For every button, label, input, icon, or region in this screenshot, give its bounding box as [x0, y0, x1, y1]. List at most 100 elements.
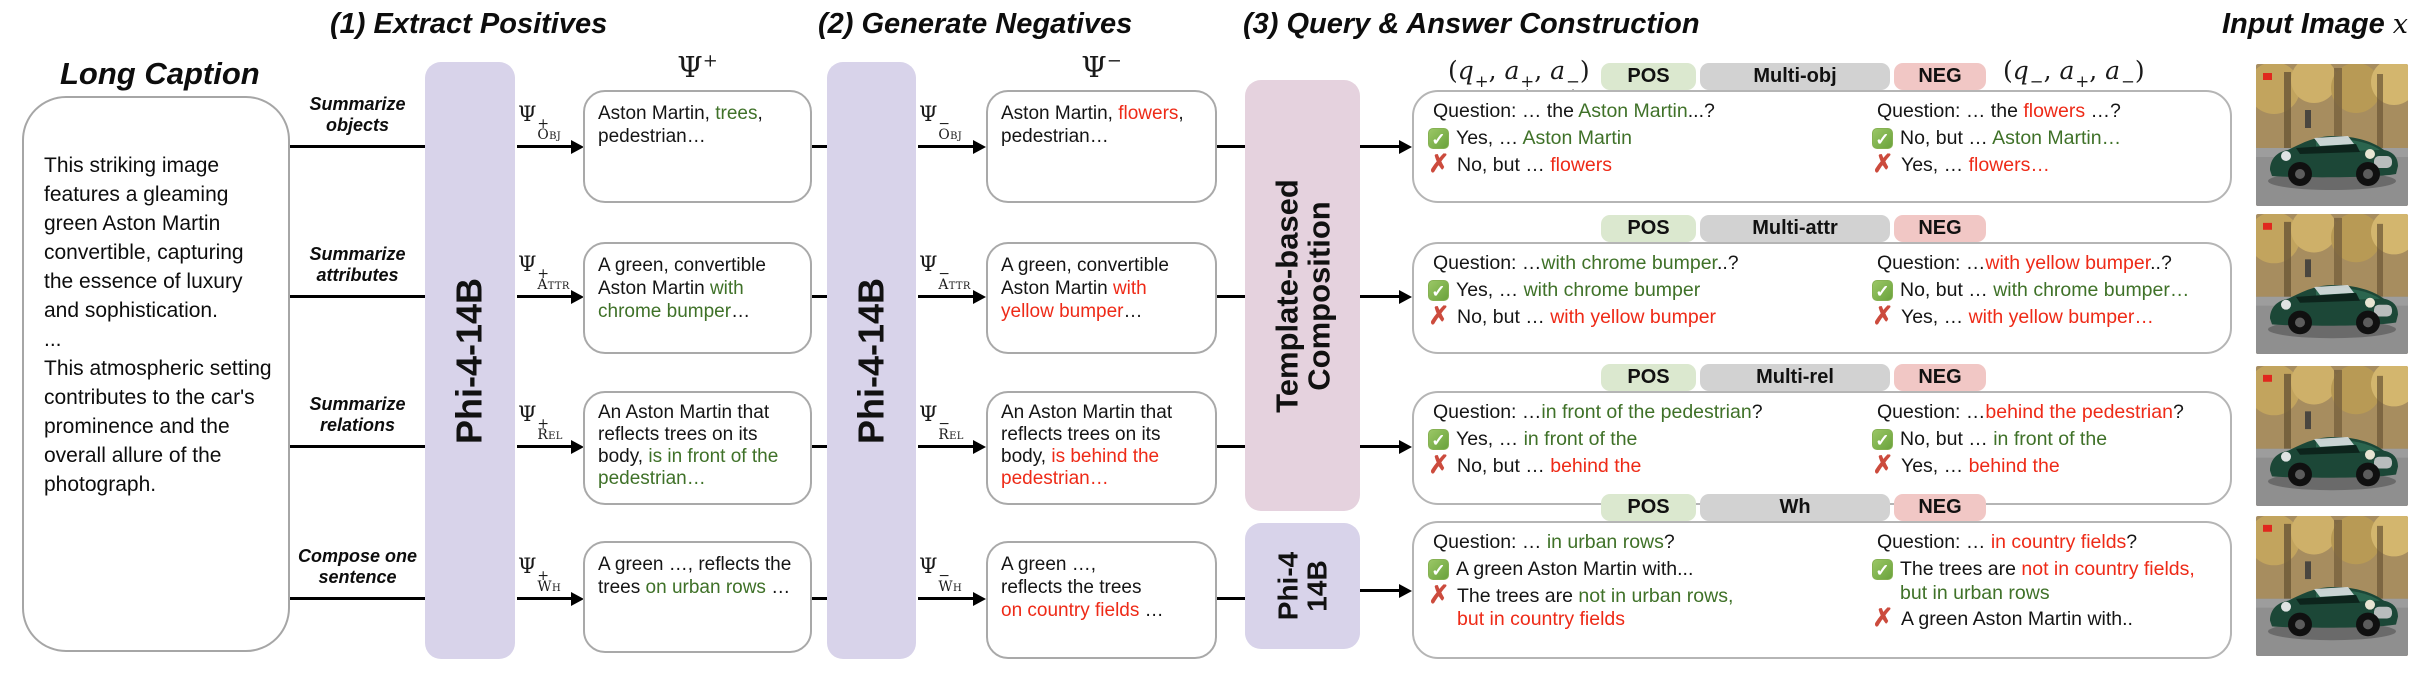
long-caption-text: This striking image features a gleaming …: [44, 154, 272, 496]
tag-pos-row4: POS: [1601, 494, 1696, 521]
phi4-extractor-column: Phi-4-14B: [425, 62, 515, 659]
qa-pos-question-row1: Question: … the Aston Martin...?: [1433, 100, 1715, 122]
qa-pos-check-answer-row2: Yes, … with chrome bumper: [1456, 279, 1701, 302]
connector-neg-composer-row4: [1217, 597, 1245, 600]
check-icon: ✓: [1872, 128, 1893, 150]
cross-icon: ✗: [1428, 450, 1450, 479]
arrow-composer-qa-row2: [1360, 295, 1400, 298]
tag-neg-row4: NEG: [1894, 494, 1986, 521]
cross-icon: ✗: [1872, 149, 1894, 178]
tag-pos-row2: POS: [1601, 215, 1696, 242]
negative-text-sentence: A green …, reflects the trees on country…: [1001, 554, 1164, 621]
arrow-negate-row3: [918, 445, 974, 448]
check-icon: ✓: [1428, 429, 1449, 451]
cross-icon: ✗: [1428, 149, 1450, 178]
phi4-negator-label: Phi-4-14B: [850, 277, 892, 444]
connector-neg-composer-row2: [1217, 295, 1245, 298]
tag-pos-row1: POS: [1601, 63, 1696, 90]
qa-neg-question-row1: Question: … the flowers …?: [1877, 100, 2121, 122]
cross-icon: ✗: [1872, 604, 1894, 633]
qa-neg-column-row3: Question: …behind the pedestrian? ✓No, b…: [1872, 401, 2220, 503]
qa-card-row2: Question: …with chrome bumper..? ✓ Yes, ……: [1412, 242, 2232, 354]
negative-card-sentence: A green …, reflects the trees on country…: [986, 541, 1217, 659]
psi-minus-rel-label: Ψ−Rel: [919, 402, 964, 443]
positive-text-sentence: A green …, reflects the trees on urban r…: [598, 554, 792, 598]
positive-text-objects: Aston Martin, trees, pedestrian…: [598, 103, 763, 147]
check-icon: ✓: [1428, 559, 1449, 581]
positive-card-attributes: A green, convertible Aston Martin with c…: [583, 242, 812, 354]
input-image-1: [2256, 64, 2408, 206]
arrow-extract-row3: [517, 445, 572, 448]
connector-caption-row3: [290, 445, 425, 448]
psi-minus-attr-label: Ψ−Attr: [919, 252, 971, 293]
negative-triplet-formula: (q−, a+−, a−−): [2003, 56, 2145, 103]
psi-minus-set-label: Ψ−: [1081, 50, 1122, 84]
connector-neg-composer-row1: [1217, 145, 1245, 148]
tag-type-row4: Wh: [1700, 494, 1890, 521]
qa-neg-check-answer-row3: No, but … in front of the: [1900, 428, 2108, 451]
psi-minus-wh-label: Ψ−Wh: [919, 554, 962, 595]
arrow-extract-row4: [517, 597, 572, 600]
qa-neg-cross-answer-row3: Yes, … behind the: [1901, 454, 2060, 477]
qa-pos-cross-answer-row4: The trees are not in urban rows, but in …: [1457, 584, 1734, 631]
phi4-extractor-label: Phi-4-14B: [448, 277, 490, 444]
psi-plus-rel-label: Ψ+Rel: [518, 402, 563, 443]
template-composition-box: Template-based Composition: [1245, 80, 1360, 511]
negative-text-objects: Aston Martin, flowers, pedestrian…: [1001, 103, 1184, 147]
qa-pos-check-answer-row3: Yes, … in front of the: [1456, 428, 1638, 451]
qa-neg-cross-answer-row4: A green Aston Martin with..: [1901, 608, 2133, 631]
tag-type-row1: Multi-obj: [1700, 63, 1890, 90]
qa-neg-cross-answer-row2: Yes, … with yellow bumper…: [1901, 305, 2154, 328]
arrow-composer-qa-row1: [1360, 145, 1400, 148]
qa-pos-column-row3: Question: …in front of the pedestrian? ✓…: [1428, 401, 1872, 503]
qa-neg-question-row2: Question: …with yellow bumper..?: [1877, 252, 2172, 274]
positive-card-sentence: A green …, reflects the trees on urban r…: [583, 541, 812, 653]
qa-neg-question-row4: Question: … in country fields?: [1877, 531, 2138, 553]
qa-card-row1: Question: … the Aston Martin...? ✓ Yes, ……: [1412, 90, 2232, 203]
qa-pos-question-row2: Question: …with chrome bumper..?: [1433, 252, 1739, 274]
tag-type-row2: Multi-attr: [1700, 215, 1890, 242]
input-image-2: [2256, 214, 2408, 354]
qa-neg-column-row4: Question: … in country fields? ✓The tree…: [1872, 531, 2220, 657]
check-icon: ✓: [1872, 280, 1893, 302]
input-image-variable: x: [2392, 9, 2408, 40]
connector-pos-neg-row2: [812, 295, 827, 298]
connector-pos-neg-row3: [812, 445, 827, 448]
qa-neg-question-row3: Question: …behind the pedestrian?: [1877, 401, 2184, 423]
heading-step3: (3) Query & Answer Construction: [1243, 8, 1700, 40]
qa-neg-check-answer-row1: No, but … Aston Martin…: [1900, 127, 2122, 150]
psi-plus-attr-label: Ψ+Attr: [518, 252, 570, 293]
heading-step1: (1) Extract Positives: [330, 8, 608, 40]
input-image-label: Input Image: [2221, 8, 2385, 40]
negative-card-objects: Aston Martin, flowers, pedestrian…: [986, 90, 1217, 203]
arrow-negate-row4: [918, 597, 974, 600]
qa-card-row4: Question: … in urban rows? ✓ A green Asto…: [1412, 521, 2232, 659]
connector-caption-row4: [290, 597, 425, 600]
connector-neg-composer-row3: [1217, 445, 1245, 448]
connector-pos-neg-row1: [812, 145, 827, 148]
qa-pos-question-row4: Question: … in urban rows?: [1433, 531, 1675, 553]
qa-neg-column-row2: Question: …with yellow bumper..? ✓ No, bu…: [1872, 252, 2220, 352]
qa-pos-column-row4: Question: … in urban rows? ✓A green Asto…: [1428, 531, 1872, 657]
phi4-negator-column: Phi-4-14B: [827, 62, 916, 659]
long-caption-title: Long Caption: [60, 56, 260, 91]
positive-text-relations: An Aston Martin that reflects trees on i…: [598, 402, 779, 490]
cross-icon: ✗: [1872, 301, 1894, 330]
psi-plus-wh-label: Ψ+Wh: [518, 554, 561, 595]
qa-pos-check-answer-row1: Yes, … Aston Martin: [1456, 127, 1632, 150]
qa-neg-check-answer-row2: No, but … with chrome bumper…: [1900, 279, 2190, 302]
connector-caption-row2: [290, 295, 425, 298]
psi-plus-set-label: Ψ+: [677, 50, 718, 84]
phi4-wh-label: Phi-4 14B: [1271, 551, 1332, 621]
negative-text-relations: An Aston Martin that reflects trees on i…: [1001, 402, 1173, 490]
tag-neg-row1: NEG: [1894, 63, 1986, 90]
cross-icon: ✗: [1428, 580, 1450, 609]
qa-pos-column-row1: Question: … the Aston Martin...? ✓Yes, ……: [1428, 100, 1872, 201]
long-caption-box: [22, 96, 290, 652]
tag-neg-row2: NEG: [1894, 215, 1986, 242]
check-icon: ✓: [1872, 559, 1893, 581]
